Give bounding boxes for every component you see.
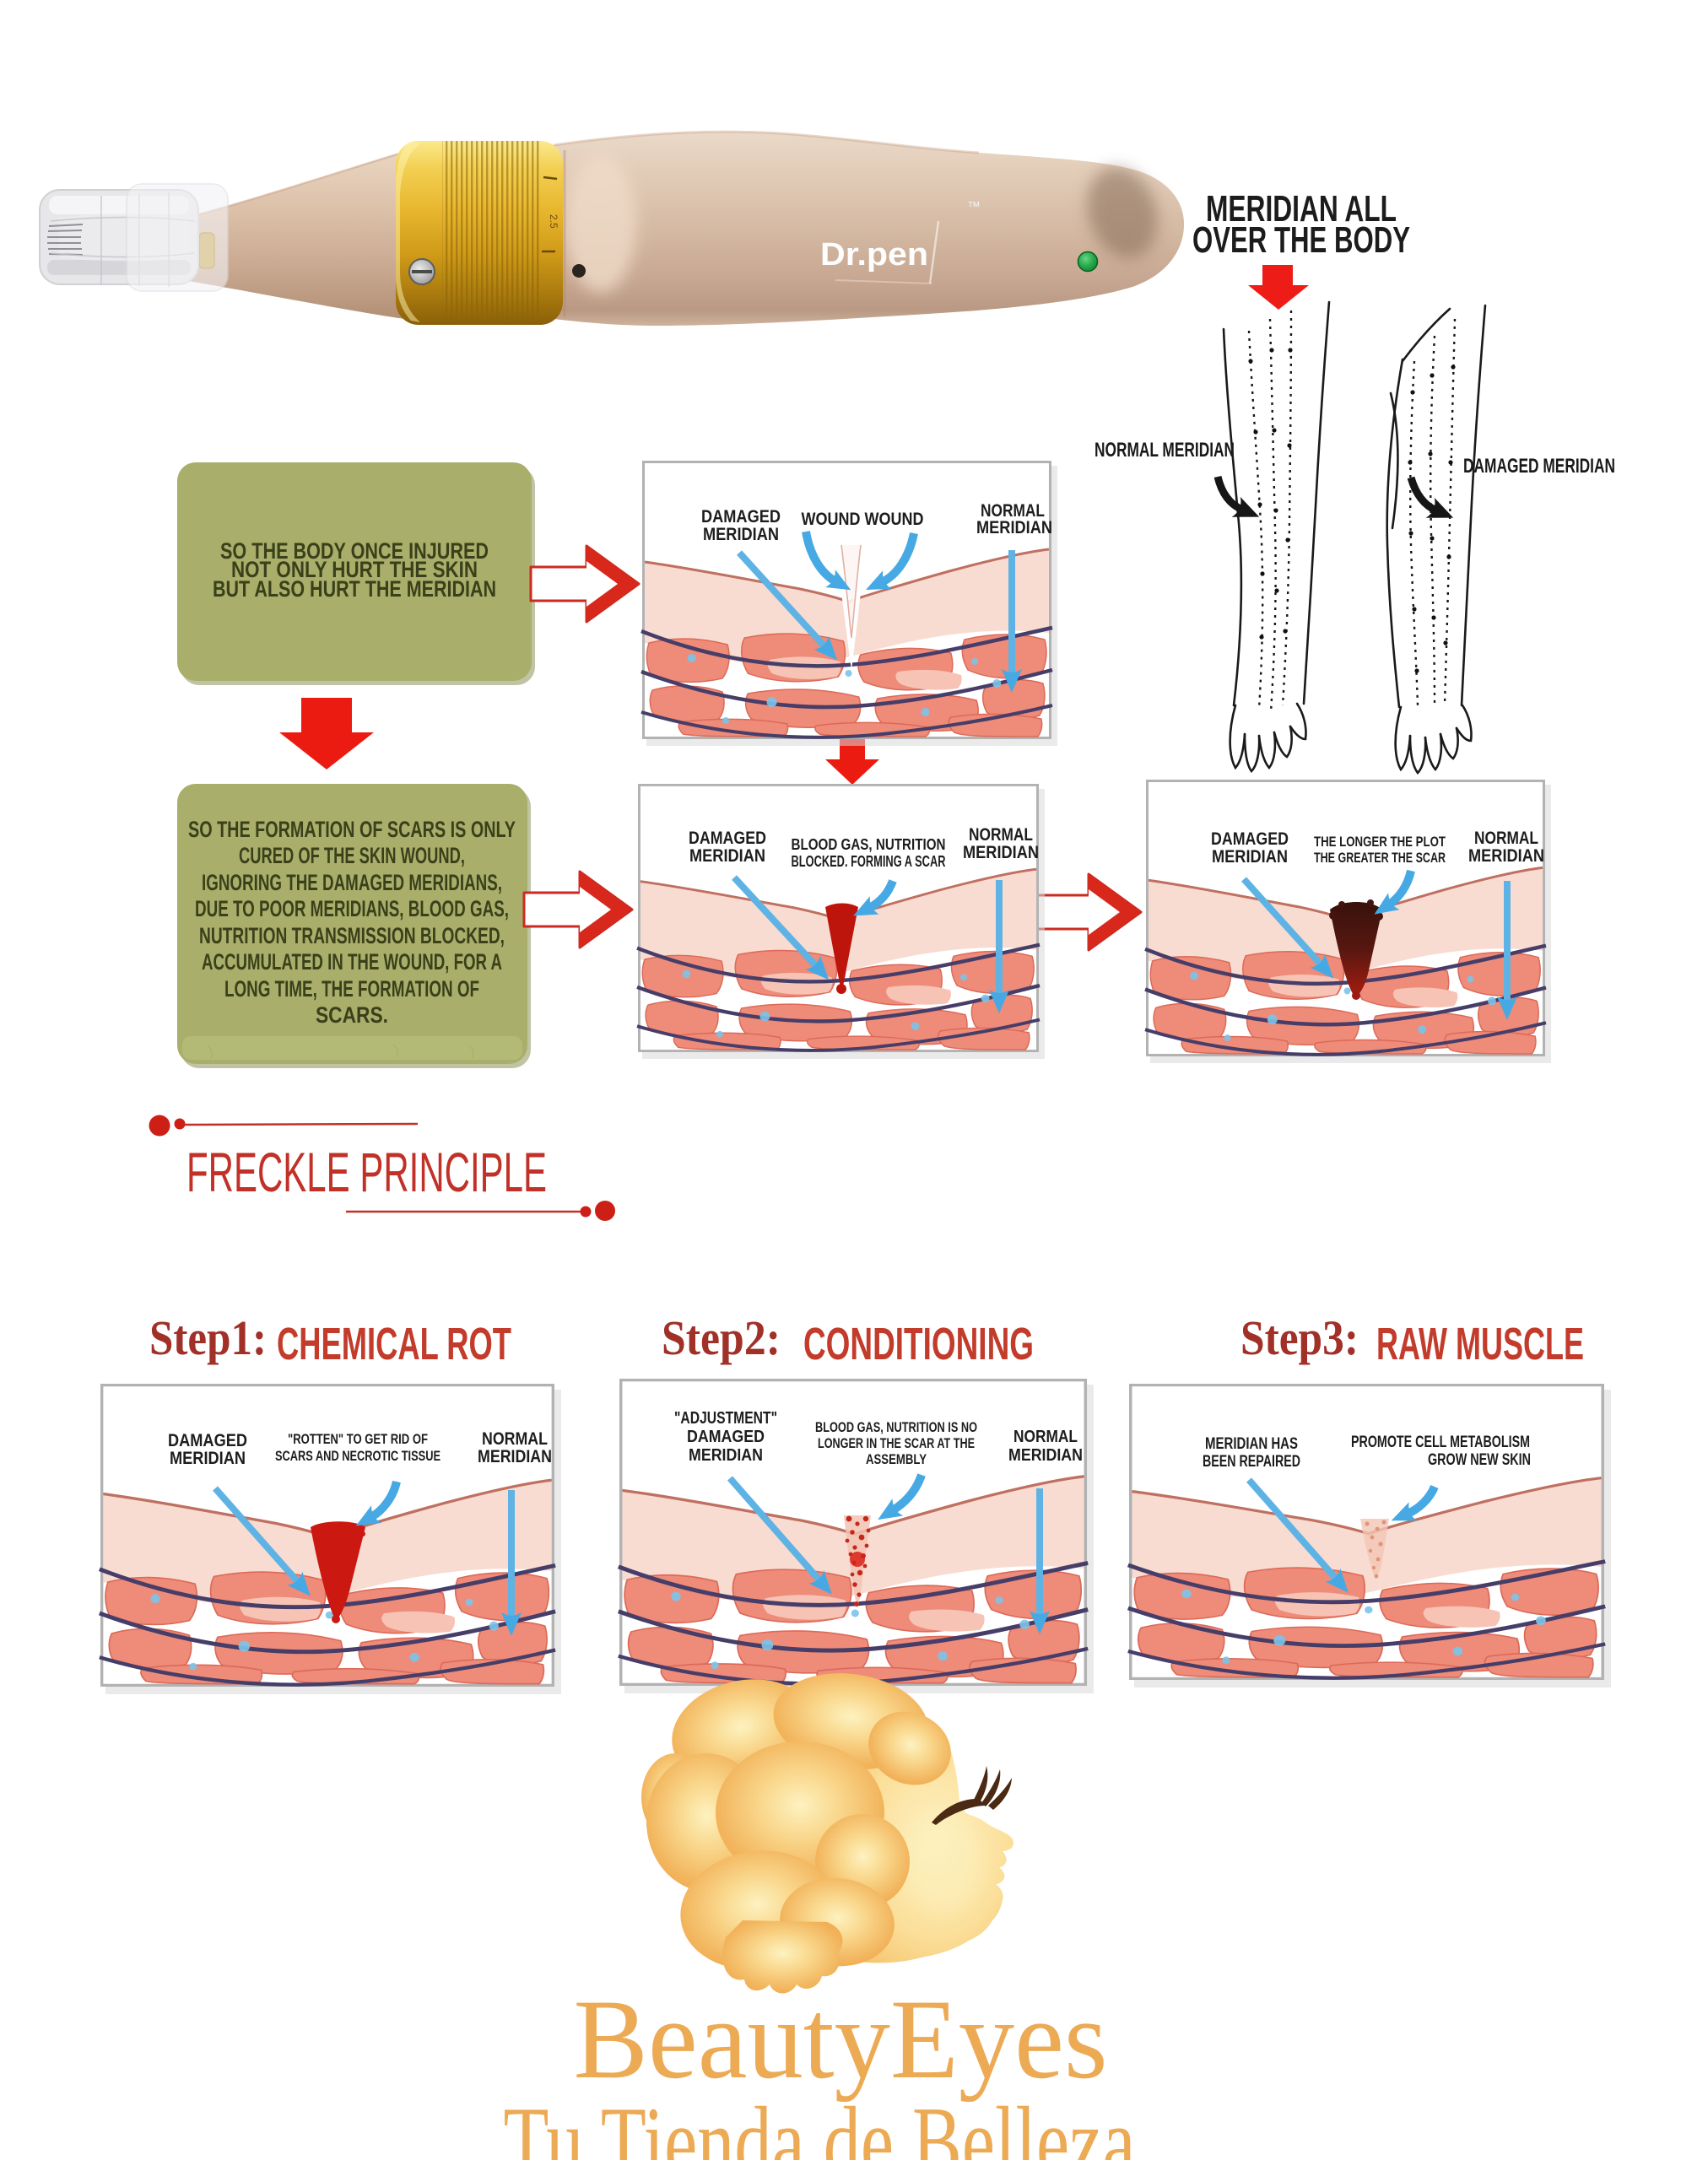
- svg-text:™: ™: [967, 200, 981, 214]
- svg-text:MERIDIAN: MERIDIAN: [963, 843, 1039, 862]
- svg-text:NORMAL MERIDIAN: NORMAL MERIDIAN: [1095, 439, 1235, 462]
- svg-text:PROMOTE CELL METABOLISM: PROMOTE CELL METABOLISM: [1351, 1434, 1530, 1451]
- svg-text:CONDITIONING: CONDITIONING: [803, 1319, 1034, 1369]
- svg-text:SO THE FORMATION OF SCARS IS O: SO THE FORMATION OF SCARS IS ONLY: [188, 817, 516, 842]
- svg-text:Step2:: Step2:: [662, 1310, 781, 1365]
- svg-text:BEEN REPAIRED: BEEN REPAIRED: [1203, 1453, 1300, 1471]
- svg-text:ACCUMULATED IN THE WOUND, FOR: ACCUMULATED IN THE WOUND, FOR A: [202, 949, 502, 975]
- svg-text:Tu Tienda de Belleza: Tu Tienda de Belleza: [504, 2086, 1136, 2160]
- svg-text:SO THE BODY ONCE INJURED: SO THE BODY ONCE INJURED: [220, 538, 489, 564]
- svg-text:MERIDIAN: MERIDIAN: [1468, 846, 1544, 866]
- svg-text:DAMAGED: DAMAGED: [689, 829, 766, 848]
- svg-text:DUE TO POOR MERIDIANS, BLOOD G: DUE TO POOR MERIDIANS, BLOOD GAS,: [195, 896, 509, 921]
- svg-text:LONG TIME, THE FORMATION OF: LONG TIME, THE FORMATION OF: [224, 976, 479, 1002]
- svg-text:SCARS AND NECROTIC TISSUE: SCARS AND NECROTIC TISSUE: [275, 1448, 441, 1464]
- svg-text:DAMAGED: DAMAGED: [701, 507, 781, 526]
- svg-text:"ADJUSTMENT": "ADJUSTMENT": [674, 1409, 777, 1428]
- svg-text:BLOCKED. FORMING A SCAR: BLOCKED. FORMING A SCAR: [792, 853, 946, 870]
- svg-text:"ROTTEN" TO GET RID OF: "ROTTEN" TO GET RID OF: [288, 1431, 428, 1447]
- svg-text:MERIDIAN: MERIDIAN: [1212, 847, 1288, 867]
- svg-text:MERIDIAN ALL: MERIDIAN ALL: [1206, 188, 1397, 230]
- svg-text:Step3:: Step3:: [1240, 1310, 1359, 1365]
- svg-text:NOT ONLY HURT THE SKIN: NOT ONLY HURT THE SKIN: [231, 557, 478, 582]
- svg-text:Step1:: Step1:: [149, 1310, 267, 1365]
- svg-text:MERIDIAN: MERIDIAN: [170, 1449, 246, 1468]
- svg-text:MERIDIAN: MERIDIAN: [689, 1446, 763, 1465]
- svg-text:LONGER IN THE SCAR AT THE: LONGER IN THE SCAR AT THE: [818, 1435, 975, 1451]
- svg-text:NORMAL: NORMAL: [981, 501, 1045, 521]
- svg-text:DAMAGED: DAMAGED: [1211, 829, 1289, 849]
- svg-text:NORMAL: NORMAL: [482, 1429, 548, 1449]
- svg-text:FRECKLE PRINCIPLE: FRECKLE PRINCIPLE: [186, 1141, 547, 1203]
- svg-text:THE LONGER THE PLOT: THE LONGER THE PLOT: [1314, 834, 1446, 850]
- svg-text:NUTRITION TRANSMISSION BLOCKED: NUTRITION TRANSMISSION BLOCKED,: [199, 923, 505, 948]
- svg-text:ASSEMBLY: ASSEMBLY: [866, 1451, 927, 1467]
- svg-text:MERIDIAN: MERIDIAN: [1008, 1446, 1083, 1465]
- svg-text:WOUND WOUND: WOUND WOUND: [802, 510, 924, 529]
- svg-text:MERIDIAN: MERIDIAN: [478, 1447, 552, 1466]
- svg-text:NORMAL: NORMAL: [1013, 1428, 1078, 1446]
- svg-text:MERIDIAN: MERIDIAN: [689, 846, 765, 866]
- svg-text:2.5: 2.5: [548, 214, 559, 229]
- svg-text:GROW NEW SKIN: GROW NEW SKIN: [1428, 1451, 1531, 1469]
- svg-text:DAMAGED: DAMAGED: [168, 1431, 247, 1450]
- svg-text:MERIDIAN: MERIDIAN: [703, 525, 779, 544]
- svg-text:NORMAL: NORMAL: [969, 825, 1033, 845]
- svg-text:MERIDIAN: MERIDIAN: [976, 518, 1052, 537]
- svg-text:CHEMICAL ROT: CHEMICAL ROT: [277, 1319, 511, 1369]
- svg-text:RAW MUSCLE: RAW MUSCLE: [1376, 1319, 1584, 1369]
- svg-text:BUT ALSO HURT THE MERIDIAN: BUT ALSO HURT THE MERIDIAN: [213, 576, 496, 602]
- svg-text:OVER THE BODY: OVER THE BODY: [1192, 219, 1410, 261]
- svg-text:MERIDIAN HAS: MERIDIAN HAS: [1205, 1435, 1298, 1453]
- svg-text:Dr.pen: Dr.pen: [820, 237, 928, 273]
- svg-text:THE GREATER THE SCAR: THE GREATER THE SCAR: [1314, 850, 1446, 866]
- svg-text:BeautyEyes: BeautyEyes: [574, 1977, 1108, 2103]
- svg-text:SCARS.: SCARS.: [316, 1002, 388, 1028]
- svg-text:DAMAGED MERIDIAN: DAMAGED MERIDIAN: [1463, 455, 1615, 478]
- svg-text:NORMAL: NORMAL: [1474, 829, 1538, 848]
- svg-text:BLOOD GAS, NUTRITION IS NO: BLOOD GAS, NUTRITION IS NO: [815, 1419, 977, 1435]
- svg-text:BLOOD GAS, NUTRITION: BLOOD GAS, NUTRITION: [792, 836, 946, 853]
- svg-text:DAMAGED: DAMAGED: [687, 1428, 765, 1446]
- svg-text:CURED OF THE SKIN WOUND,: CURED OF THE SKIN WOUND,: [239, 843, 465, 868]
- svg-text:IGNORING THE DAMAGED MERIDIANS: IGNORING THE DAMAGED MERIDIANS,: [202, 870, 502, 895]
